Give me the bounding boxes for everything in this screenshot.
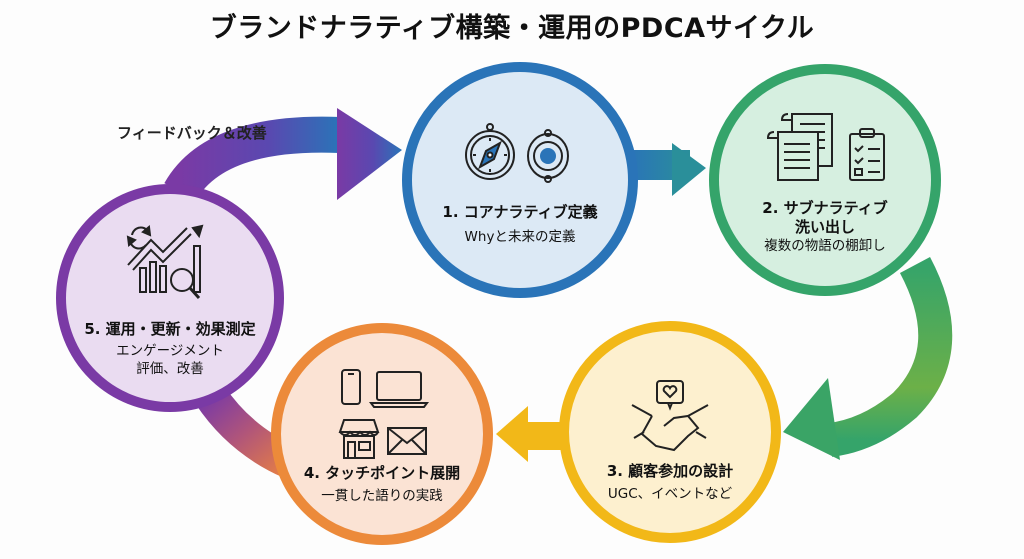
step-3-title: 3. 顧客参加の設計 (606, 462, 734, 480)
step-circle-5 (56, 184, 284, 412)
step-5-title: 5. 運用・更新・効果測定 (84, 320, 256, 338)
step-3-subtitle: UGC、イベントなど (607, 486, 733, 502)
scroll-icon (766, 113, 833, 181)
growth-chart-magnifier-icon (127, 224, 204, 300)
step-4-text: 4. タッチポイント展開 一貫した語りの実践 (282, 464, 482, 505)
step-1-subtitle: Whyと未来の定義 (464, 229, 576, 245)
step-circle-3 (559, 321, 781, 543)
step-circle-1 (402, 62, 638, 298)
step-2-title-line1: 2. サブナラティブ (762, 199, 888, 217)
laptop-icon (369, 371, 429, 408)
page-title: ブランドナラティブ構築・運用のPDCAサイクル (209, 13, 815, 44)
store-icon (338, 419, 380, 459)
handshake-heart-icon (631, 380, 709, 452)
smartphone-icon (341, 369, 361, 405)
step-3-text: 3. 顧客参加の設計 UGC、イベントなど (570, 462, 770, 503)
envelope-icon (387, 427, 427, 455)
step-5-text: 5. 運用・更新・効果測定 エンゲージメント 評価、改善 (60, 320, 280, 378)
step-2-text: 2. サブナラティブ 洗い出し 複数の物語の棚卸し (725, 199, 925, 255)
arrow-purple-to-blue (164, 108, 402, 202)
arrow-green-to-yellow (783, 257, 953, 460)
compass-icon (465, 123, 515, 180)
step-1-title: 1. コアナラティブ定義 (442, 203, 598, 221)
step-circle-4 (271, 323, 493, 545)
arrow-yellow-to-orange (496, 406, 566, 462)
step-1-text: 1. コアナラティブ定義 Whyと未来の定義 (420, 203, 620, 246)
arrow-blue-to-green (630, 143, 706, 196)
step-5-subtitle-line2: 評価、改善 (136, 361, 204, 377)
step-4-subtitle: 一貫した語りの実践 (321, 488, 443, 504)
target-icon (527, 129, 569, 183)
checklist-clipboard-icon (849, 128, 885, 181)
refresh-icon (126, 225, 152, 250)
step-5-subtitle-line1: エンゲージメント (116, 343, 224, 359)
feedback-label: フィードバック＆改善 (117, 124, 267, 142)
step-2-subtitle: 複数の物語の棚卸し (764, 238, 886, 254)
step-circle-2 (709, 64, 941, 296)
step-4-title: 4. タッチポイント展開 (303, 464, 461, 482)
step-2-title-line2: 洗い出し (794, 218, 855, 236)
